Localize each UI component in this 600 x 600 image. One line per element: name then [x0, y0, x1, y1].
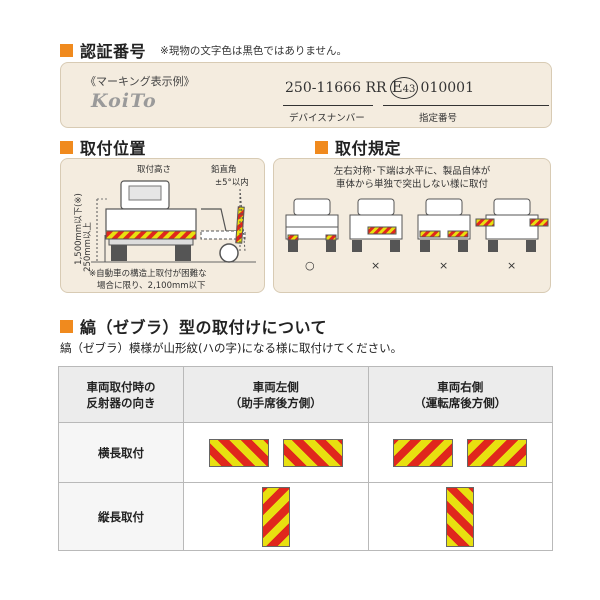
orange-square-icon: [60, 140, 73, 154]
mounting-position-panel: 取付高さ 鉛直角 ±5°以内 1,500mm以下(※) 250mm以上 ※自動車…: [60, 158, 265, 293]
position-note-line1: ※自動車の構造上取付が困難な: [89, 269, 207, 279]
table-row: 縦長取付: [58, 482, 553, 551]
position-section-header: 取付位置: [60, 135, 146, 159]
label-angle-value: ±5°以内: [215, 178, 249, 188]
row-label-vertical: 縦長取付: [58, 482, 184, 551]
zebra-section-header: 縞（ゼブラ）型の取付けについて: [60, 314, 327, 338]
truck-example-3: [417, 198, 471, 252]
mark-ng-1: ×: [371, 259, 381, 272]
rule-section-title: 取付規定: [335, 139, 402, 158]
zebra-mounting-table: 車両取付時の反射器の向き 車両左側（助手席後方側） 車両右側（運転席後方側） 横…: [58, 366, 553, 551]
left-horizontal-cell: [183, 422, 369, 483]
rule-text-line2: 車体から単独で突出しない様に取付: [335, 179, 488, 190]
header-orientation: 車両取付時の反射器の向き: [58, 366, 184, 423]
truck-rear-examples: [285, 198, 549, 252]
cert-section-header: 認証番号 ※現物の文字色は黒色ではありません。: [60, 38, 347, 62]
marking-example-label: 《マーキング表示例》: [85, 75, 195, 88]
truck-side-diagram: [91, 180, 256, 263]
rule-section-header: 取付規定: [315, 135, 401, 159]
zebra-reflector: [446, 486, 475, 547]
mark-ok: ○: [305, 259, 315, 272]
truck-example-4: [475, 198, 549, 252]
koito-logo: KoiTo: [91, 90, 157, 112]
right-horizontal-cell: [367, 422, 553, 483]
zebra-section-title: 縞（ゼブラ）型の取付けについて: [80, 318, 328, 337]
zebra-reflector: [208, 438, 269, 467]
designation-number-caption: 指定番号: [419, 113, 458, 124]
left-vertical-cell: [183, 482, 369, 551]
row-label-horizontal: 横長取付: [58, 422, 184, 483]
mounting-rule-panel: 左右対称･下端は水平に、製品自体が 車体から単独で突出しない様に取付: [273, 158, 551, 293]
orange-square-icon: [60, 43, 73, 57]
position-section-title: 取付位置: [80, 139, 147, 158]
e-mark-icon: E43: [389, 77, 418, 99]
rule-text-line1: 左右対称･下端は水平に、製品自体が: [333, 166, 491, 177]
position-note-line2: 場合に限り、2,100mm以下: [97, 281, 206, 291]
label-vertical-angle: 鉛直角: [211, 165, 237, 175]
zebra-reflector: [282, 438, 343, 467]
zebra-reflector: [261, 486, 290, 547]
orange-square-icon: [60, 319, 73, 333]
cert-section-note: ※現物の文字色は黒色ではありません。: [160, 44, 347, 57]
table-header-row: 車両取付時の反射器の向き 車両左側（助手席後方側） 車両右側（運転席後方側）: [58, 366, 553, 423]
zebra-reflector: [393, 438, 454, 467]
truck-example-1: [285, 198, 339, 252]
orange-square-icon: [315, 140, 328, 154]
header-right-side: 車両右側（運転席後方側）: [367, 366, 553, 423]
cert-section-title: 認証番号: [80, 42, 147, 61]
right-vertical-cell: [367, 482, 553, 551]
label-mount-height: 取付高さ: [137, 165, 172, 175]
table-row: 横長取付: [58, 422, 553, 483]
device-number-caption: デバイスナンバー: [289, 113, 365, 124]
zebra-description: 縞（ゼブラ）模様が山形紋(ハの字)になる様に取付けてください。: [60, 341, 403, 355]
underline-device: [283, 105, 373, 106]
mark-ng-2: ×: [439, 259, 449, 272]
zebra-reflector: [467, 438, 528, 467]
header-left-side: 車両左側（助手席後方側）: [183, 366, 369, 423]
truck-example-2: [349, 198, 403, 252]
cert-number-left: 250-11666 RR: [285, 80, 387, 96]
cert-number-right: 010001: [420, 80, 474, 96]
underline-designation: [383, 105, 549, 106]
mark-ng-3: ×: [507, 259, 517, 272]
